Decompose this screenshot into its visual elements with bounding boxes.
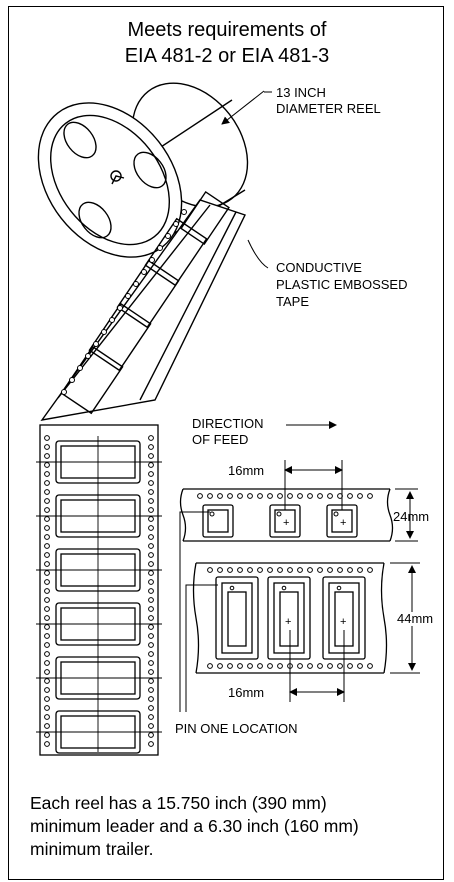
- direction-label-line-2: OF FEED: [192, 432, 248, 447]
- svg-text:+: +: [285, 616, 291, 628]
- vertical-tape-strip: [36, 424, 162, 756]
- pin-one-label: PIN ONE LOCATION: [175, 721, 298, 736]
- tape-label-line-2: PLASTIC EMBOSSED: [276, 277, 407, 292]
- direction-label-line-1: DIRECTION: [192, 416, 264, 431]
- svg-text:+: +: [340, 517, 346, 529]
- reel: [37, 82, 249, 258]
- diagram-frame: [8, 6, 444, 880]
- tape-label-line-3: TAPE: [276, 294, 309, 309]
- width-bottom-label: 44mm: [397, 611, 433, 626]
- footer-line-1: Each reel has a 15.750 inch (390 mm): [30, 793, 327, 813]
- tape-24mm: + +: [179, 488, 394, 542]
- pitch-top-label: 16mm: [228, 463, 264, 478]
- svg-text:+: +: [340, 616, 346, 628]
- pitch-bottom-label: 16mm: [228, 685, 264, 700]
- title-line-1: Meets requirements of: [127, 19, 327, 41]
- footer-line-2: minimum leader and a 6.30 inch (160 mm): [30, 816, 359, 836]
- tape-ribbon: [40, 190, 246, 421]
- width-top-label: 24mm: [393, 509, 429, 524]
- footer-line-3: minimum trailer.: [30, 839, 154, 859]
- svg-text:+: +: [283, 517, 289, 529]
- reel-label-line-1: 13 INCH: [276, 85, 326, 100]
- reel-label-line-2: DIAMETER REEL: [276, 101, 381, 116]
- tape-label-line-1: CONDUCTIVE: [276, 260, 362, 275]
- tape-reel-diagram: 13 INCH DIAMETER REEL CONDUCTIVE PLASTIC…: [36, 82, 433, 756]
- title-line-2: EIA 481-2 or EIA 481-3: [124, 45, 330, 67]
